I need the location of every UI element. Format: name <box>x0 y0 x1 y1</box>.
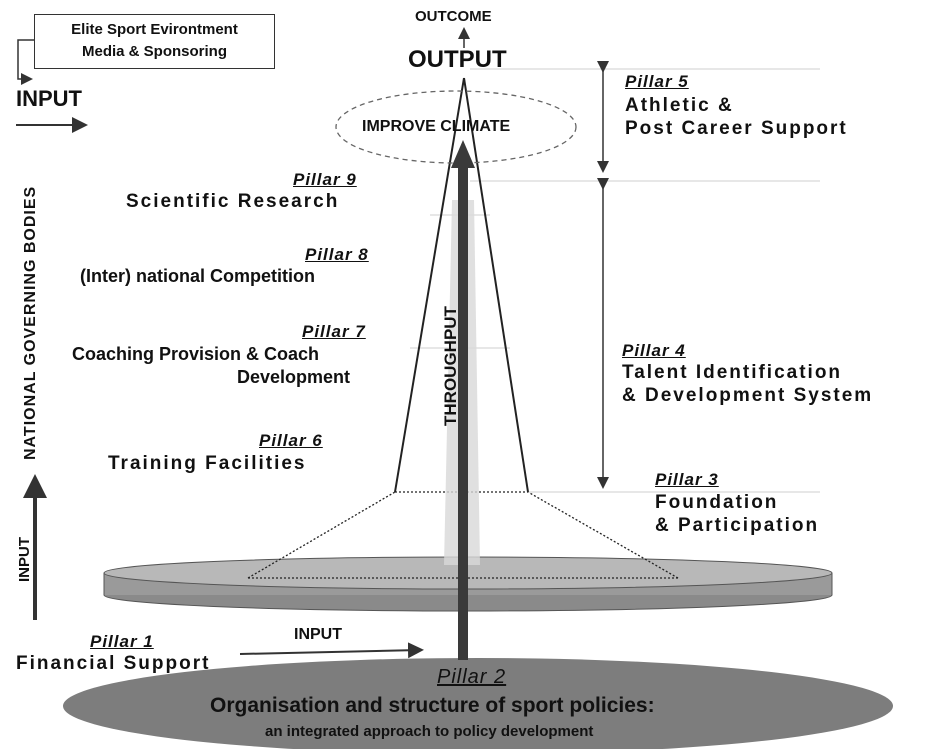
environment-line1: Elite Sport Evirontment <box>71 21 238 38</box>
improve-climate-label: IMPROVE CLIMATE <box>362 118 511 135</box>
input-top-label: INPUT <box>16 86 82 111</box>
pillar7-tag: Pillar 7 <box>302 322 366 341</box>
pillar2-subtitle: an integrated approach to policy develop… <box>265 723 594 740</box>
pillar8-tag: Pillar 8 <box>305 245 369 264</box>
input-bottom-arrow <box>239 642 424 659</box>
outcome-label: OUTCOME <box>415 8 492 25</box>
pillar4-tag: Pillar 4 <box>622 341 686 360</box>
pillar9-tag: Pillar 9 <box>293 170 357 189</box>
pillar3-line2: & Participation <box>655 515 820 536</box>
pillar7-line2: Development <box>237 367 351 387</box>
pillar7-line1: Coaching Provision & Coach <box>72 344 320 364</box>
pillar9-name: Scientific Research <box>126 191 340 212</box>
pillar3-tag: Pillar 3 <box>655 470 719 489</box>
environment-line2: Media & Sponsoring <box>81 43 227 60</box>
pillar3-line1: Foundation <box>655 492 779 513</box>
pillar8-name: (Inter) national Competition <box>80 266 315 286</box>
pillar6-tag: Pillar 6 <box>259 431 323 450</box>
pillar6-name: Training Facilities <box>108 453 307 474</box>
throughput-label: THROUGHPUT <box>441 306 460 426</box>
pillar5-line2: Post Career Support <box>625 118 848 139</box>
pillar1-name: Financial Support <box>16 653 211 674</box>
pillar2-tag: Pillar 2 <box>437 666 507 688</box>
improve-climate-ellipse <box>335 90 577 164</box>
environment-connector <box>17 39 34 85</box>
pillar1-tag: Pillar 1 <box>90 632 154 651</box>
national-governing-bodies-label: NATIONAL GOVERNING BODIES <box>22 185 39 460</box>
foundation-dotted-lines <box>247 491 679 579</box>
pillar4-line2: & Development System <box>622 385 874 406</box>
output-label: OUTPUT <box>408 46 507 73</box>
input-bottom-label: INPUT <box>294 626 342 643</box>
pillar4-line1: Talent Identification <box>622 362 843 383</box>
pyramid <box>394 77 529 493</box>
input-vertical-label: INPUT <box>16 537 33 582</box>
pillar5-tag: Pillar 5 <box>625 72 689 91</box>
throughput-arrow <box>451 140 475 660</box>
pillar2-name: Organisation and structure of sport poli… <box>210 694 655 717</box>
pillar5-line1: Athletic & <box>625 95 734 116</box>
environment-box: Elite Sport Evirontment Media & Sponsori… <box>34 14 275 69</box>
base-ellipse <box>63 658 893 749</box>
